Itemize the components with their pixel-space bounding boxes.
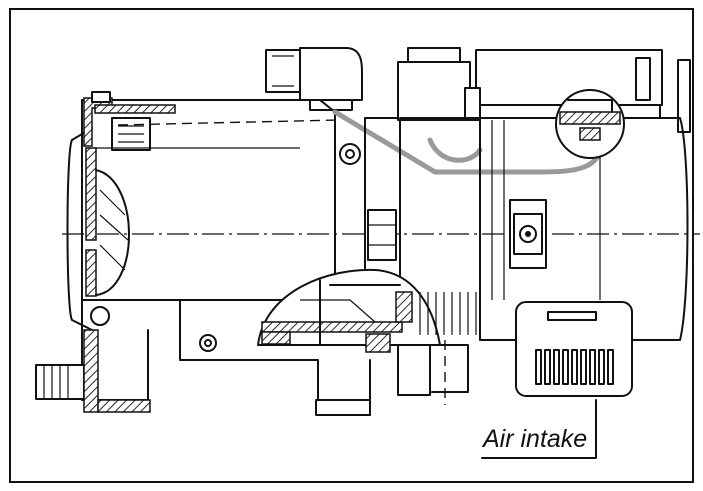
bolt-left <box>90 306 110 326</box>
exhaust-elbow <box>265 47 363 111</box>
grille-slots <box>535 349 614 385</box>
callout-leader-line <box>481 399 597 459</box>
air-intake-label: Air intake <box>483 425 588 453</box>
control-unit-top <box>397 47 691 133</box>
blower-housing <box>399 117 689 341</box>
detail-view-lower <box>257 268 441 353</box>
cooling-fins <box>419 292 477 335</box>
fuel-inlet-nipple <box>35 329 151 413</box>
air-intake-grille <box>515 301 633 397</box>
heat-exchanger-body <box>66 91 341 346</box>
detail-view-upper <box>555 89 625 159</box>
drawing-frame <box>9 8 694 483</box>
